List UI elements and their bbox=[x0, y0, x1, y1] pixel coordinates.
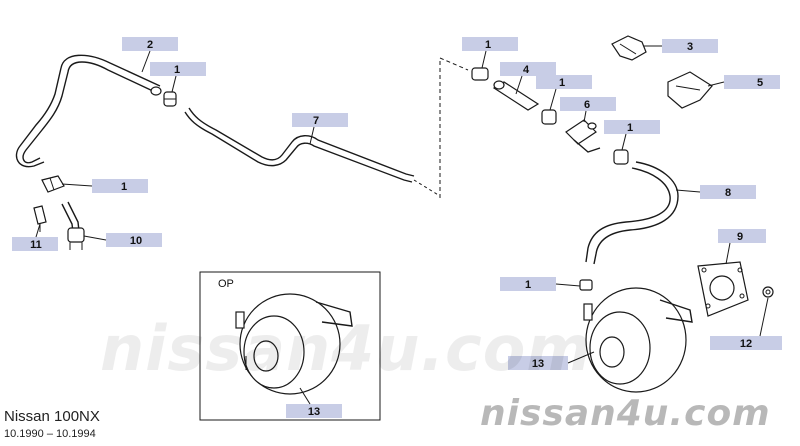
joint-4 bbox=[492, 80, 540, 111]
callout-5: 5 bbox=[757, 77, 763, 89]
pipe-7 bbox=[184, 107, 441, 197]
callout-13-inset: 13 bbox=[308, 406, 320, 418]
clip-1-e bbox=[613, 149, 629, 165]
callout-1-e: 1 bbox=[627, 122, 633, 134]
inset-frame bbox=[199, 271, 381, 421]
callout-1-a: 1 bbox=[174, 64, 180, 76]
connector-10 bbox=[61, 201, 85, 250]
separator-line bbox=[439, 57, 469, 198]
callout-11: 11 bbox=[30, 239, 42, 251]
callout-1-b: 1 bbox=[121, 181, 127, 193]
brake-booster-right bbox=[583, 287, 693, 393]
callouts: 2 1 7 1 11 10 1 4 1 6 bbox=[12, 37, 782, 418]
clip-1-b bbox=[41, 175, 65, 193]
callout-4: 4 bbox=[523, 64, 530, 76]
callout-6: 6 bbox=[584, 99, 590, 111]
bracket-5 bbox=[667, 71, 713, 109]
hose-8 bbox=[585, 161, 679, 265]
callout-8: 8 bbox=[725, 187, 731, 199]
callout-3: 3 bbox=[687, 41, 693, 53]
callout-2: 2 bbox=[147, 39, 153, 51]
callout-1-f: 1 bbox=[525, 279, 531, 291]
years-caption: 10.1990 – 10.1994 bbox=[4, 428, 96, 440]
hose-2 bbox=[15, 54, 162, 168]
cap-11 bbox=[33, 205, 47, 232]
callout-10: 10 bbox=[130, 235, 142, 247]
callout-12: 12 bbox=[740, 338, 752, 350]
callout-1-d: 1 bbox=[559, 77, 565, 89]
watermark-small: nissan4u.com bbox=[480, 393, 771, 434]
bolt-12 bbox=[762, 286, 774, 298]
clip-1-a bbox=[163, 91, 177, 107]
callout-13: 13 bbox=[532, 358, 544, 370]
inset-label: OP bbox=[218, 278, 234, 290]
gasket-9 bbox=[697, 261, 749, 317]
callout-7: 7 bbox=[313, 115, 319, 127]
bracket-3 bbox=[611, 35, 647, 61]
clip-1-d bbox=[541, 109, 557, 125]
callout-1-c: 1 bbox=[485, 39, 491, 51]
clip-1-f bbox=[579, 279, 593, 291]
model-caption: Nissan 100NX bbox=[4, 408, 100, 425]
callout-9: 9 bbox=[737, 231, 743, 243]
clip-1-c bbox=[471, 67, 489, 81]
valve-6 bbox=[565, 119, 601, 153]
brake-booster-inset bbox=[235, 293, 353, 395]
watermark-large: nissan4u.com bbox=[100, 312, 592, 385]
